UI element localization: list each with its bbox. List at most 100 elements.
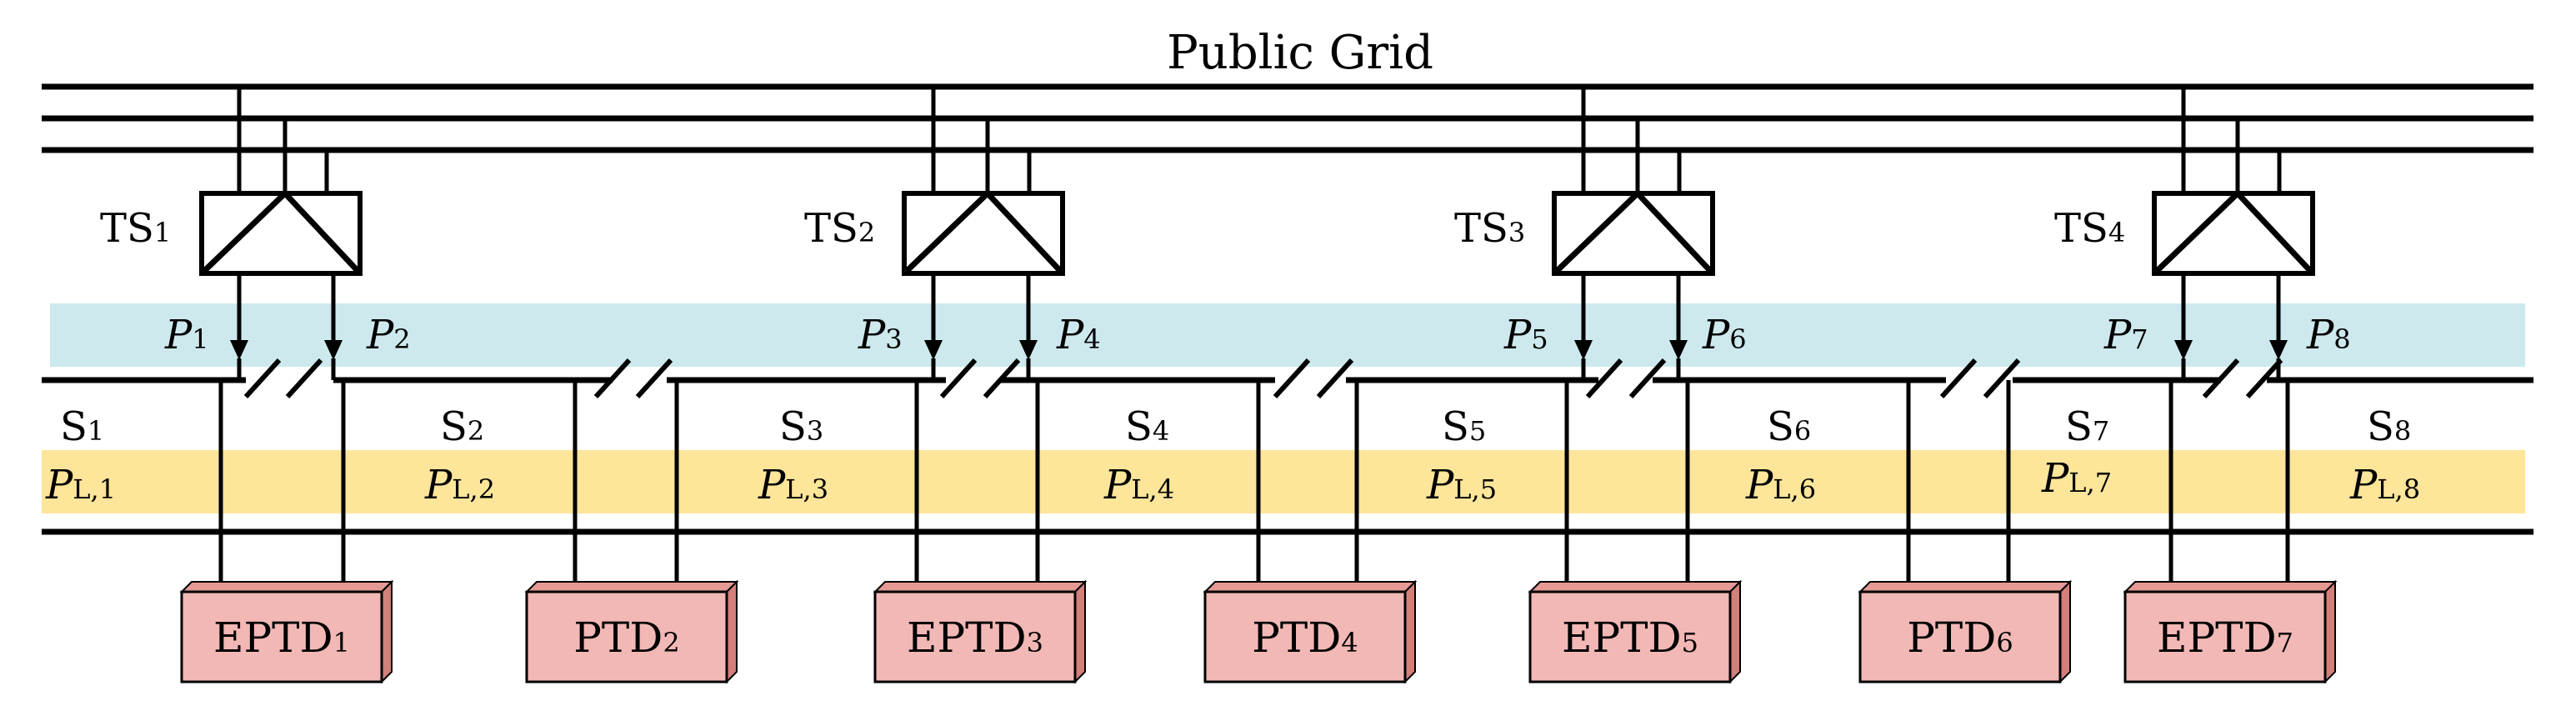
device-box-top bbox=[1528, 581, 1743, 593]
transformer-label: TS3 bbox=[1454, 205, 1525, 252]
device-eptd-7: EPTD7 bbox=[2123, 579, 2338, 684]
device-eptd-1: EPTD1 bbox=[179, 579, 394, 684]
device-box-side bbox=[1074, 579, 1086, 684]
section-label: S3 bbox=[779, 403, 823, 450]
power-flow-label: P1 bbox=[164, 312, 209, 358]
feeder-arrow-icon bbox=[324, 340, 343, 360]
device-eptd-3: EPTD3 bbox=[873, 579, 1088, 684]
load-label: PL,8 bbox=[2349, 462, 2420, 508]
feeder-arrow-icon bbox=[1669, 340, 1688, 360]
feeder-arrow-icon bbox=[1574, 340, 1593, 360]
neutral-section-break bbox=[1939, 358, 2021, 399]
power-flow-label: P5 bbox=[1503, 312, 1548, 358]
transformer-label: TS1 bbox=[100, 205, 171, 252]
device-box bbox=[1858, 590, 2062, 683]
device-box-top bbox=[1858, 581, 2073, 593]
neutral-section-break bbox=[2202, 358, 2283, 399]
load-label: PL,3 bbox=[758, 462, 828, 508]
device-label: PTD4 bbox=[1252, 613, 1358, 662]
power-flow-label: P8 bbox=[2306, 312, 2351, 358]
device-box bbox=[525, 590, 728, 683]
device-box bbox=[873, 590, 1077, 683]
device-box-top bbox=[1203, 581, 1418, 593]
power-flow-labels: P1 P2 P3 P4 P5 P6 P7 P8 bbox=[164, 312, 2351, 358]
device-box bbox=[2123, 590, 2327, 683]
power-flow-label: P3 bbox=[858, 312, 903, 358]
device-box bbox=[1203, 590, 1407, 683]
power-flow-label: P7 bbox=[2103, 312, 2148, 358]
neutral-section-break bbox=[1585, 358, 1667, 399]
feeder-arrow-icon bbox=[230, 340, 248, 360]
transformer-label: TS4 bbox=[2054, 205, 2125, 252]
device-eptd-5: EPTD5 bbox=[1528, 579, 1743, 684]
section-label: S7 bbox=[2065, 403, 2109, 450]
transformer-box bbox=[199, 191, 363, 276]
device-label: PTD6 bbox=[1907, 613, 2013, 662]
transformer-substation bbox=[1552, 87, 1715, 380]
transformer-box bbox=[1552, 191, 1715, 276]
power-flow-label: P2 bbox=[366, 312, 411, 358]
section-labels: S1 S2 S3 S4 S5 S6 S7 S8 bbox=[60, 403, 2411, 450]
device-box-side bbox=[1729, 579, 1741, 684]
public-grid-title: Public Grid bbox=[1167, 26, 1433, 80]
section-breaks bbox=[243, 358, 2283, 399]
power-flow-band bbox=[50, 303, 2525, 367]
device-label: EPTD5 bbox=[1562, 613, 1698, 662]
neutral-section-break bbox=[939, 358, 1021, 399]
transformer-v-winding bbox=[2152, 189, 2315, 276]
device-box-side bbox=[2324, 579, 2336, 684]
feeder-arrow-icon bbox=[1019, 340, 1038, 360]
device-ptd-4: PTD4 bbox=[1203, 579, 1418, 684]
feeder-arrow-icon bbox=[2174, 340, 2193, 360]
device-label: PTD2 bbox=[573, 613, 679, 662]
neutral-section-break bbox=[1273, 358, 1354, 399]
load-label: PL,7 bbox=[2041, 455, 2112, 502]
load-label: PL,1 bbox=[45, 462, 116, 508]
device-box-side bbox=[726, 579, 738, 684]
load-band bbox=[42, 450, 2525, 513]
devices: EPTD1 PTD2 EPTD3 PTD4 EPTD5 PTD6 EPTD7 bbox=[179, 579, 2338, 684]
device-box-top bbox=[179, 581, 394, 593]
device-box bbox=[180, 590, 383, 683]
device-box-top bbox=[873, 581, 1088, 593]
section-label: S6 bbox=[1767, 403, 1811, 450]
section-label: S1 bbox=[60, 403, 104, 450]
device-box bbox=[1528, 590, 1732, 683]
public-grid-lines bbox=[42, 83, 2533, 153]
neutral-section-break bbox=[593, 358, 673, 399]
transformer-substation bbox=[199, 87, 363, 380]
transformer-box bbox=[2152, 191, 2315, 276]
transformer-v-winding bbox=[199, 189, 363, 276]
device-box-top bbox=[2123, 581, 2338, 593]
transformer-substation bbox=[902, 87, 1065, 380]
transformer-label: TS2 bbox=[804, 205, 875, 252]
transformer-v-winding bbox=[1552, 189, 1715, 276]
transformer-v-winding bbox=[902, 189, 1065, 276]
load-label: PL,2 bbox=[424, 462, 495, 508]
neutral-section-break bbox=[243, 358, 323, 399]
device-ptd-6: PTD6 bbox=[1858, 579, 2073, 684]
substations bbox=[199, 87, 2315, 380]
power-flow-label: P4 bbox=[1056, 312, 1101, 358]
power-flow-label: P6 bbox=[1702, 312, 1747, 358]
device-connections bbox=[218, 380, 2290, 592]
section-label: S8 bbox=[2367, 403, 2411, 450]
load-label: PL,6 bbox=[1745, 462, 1816, 508]
transformer-substation bbox=[2152, 87, 2315, 380]
feeder-arrow-icon bbox=[924, 340, 943, 360]
load-labels: PL,1 PL,2 PL,3 PL,4 PL,5 PL,6 PL,7 PL,8 bbox=[45, 455, 2420, 508]
device-box-side bbox=[1404, 579, 1416, 684]
section-label: S5 bbox=[1442, 403, 1486, 450]
device-label: EPTD1 bbox=[213, 613, 350, 662]
transformer-box bbox=[902, 191, 1065, 276]
feeder-arrow-icon bbox=[2269, 340, 2288, 360]
section-label: S2 bbox=[440, 403, 484, 450]
device-box-side bbox=[2059, 579, 2071, 684]
device-label: EPTD7 bbox=[2157, 613, 2293, 662]
device-box-side bbox=[381, 579, 393, 684]
load-label: PL,4 bbox=[1103, 462, 1174, 508]
device-box-top bbox=[524, 581, 739, 593]
section-label: S4 bbox=[1125, 403, 1169, 450]
load-label: PL,5 bbox=[1426, 462, 1497, 508]
